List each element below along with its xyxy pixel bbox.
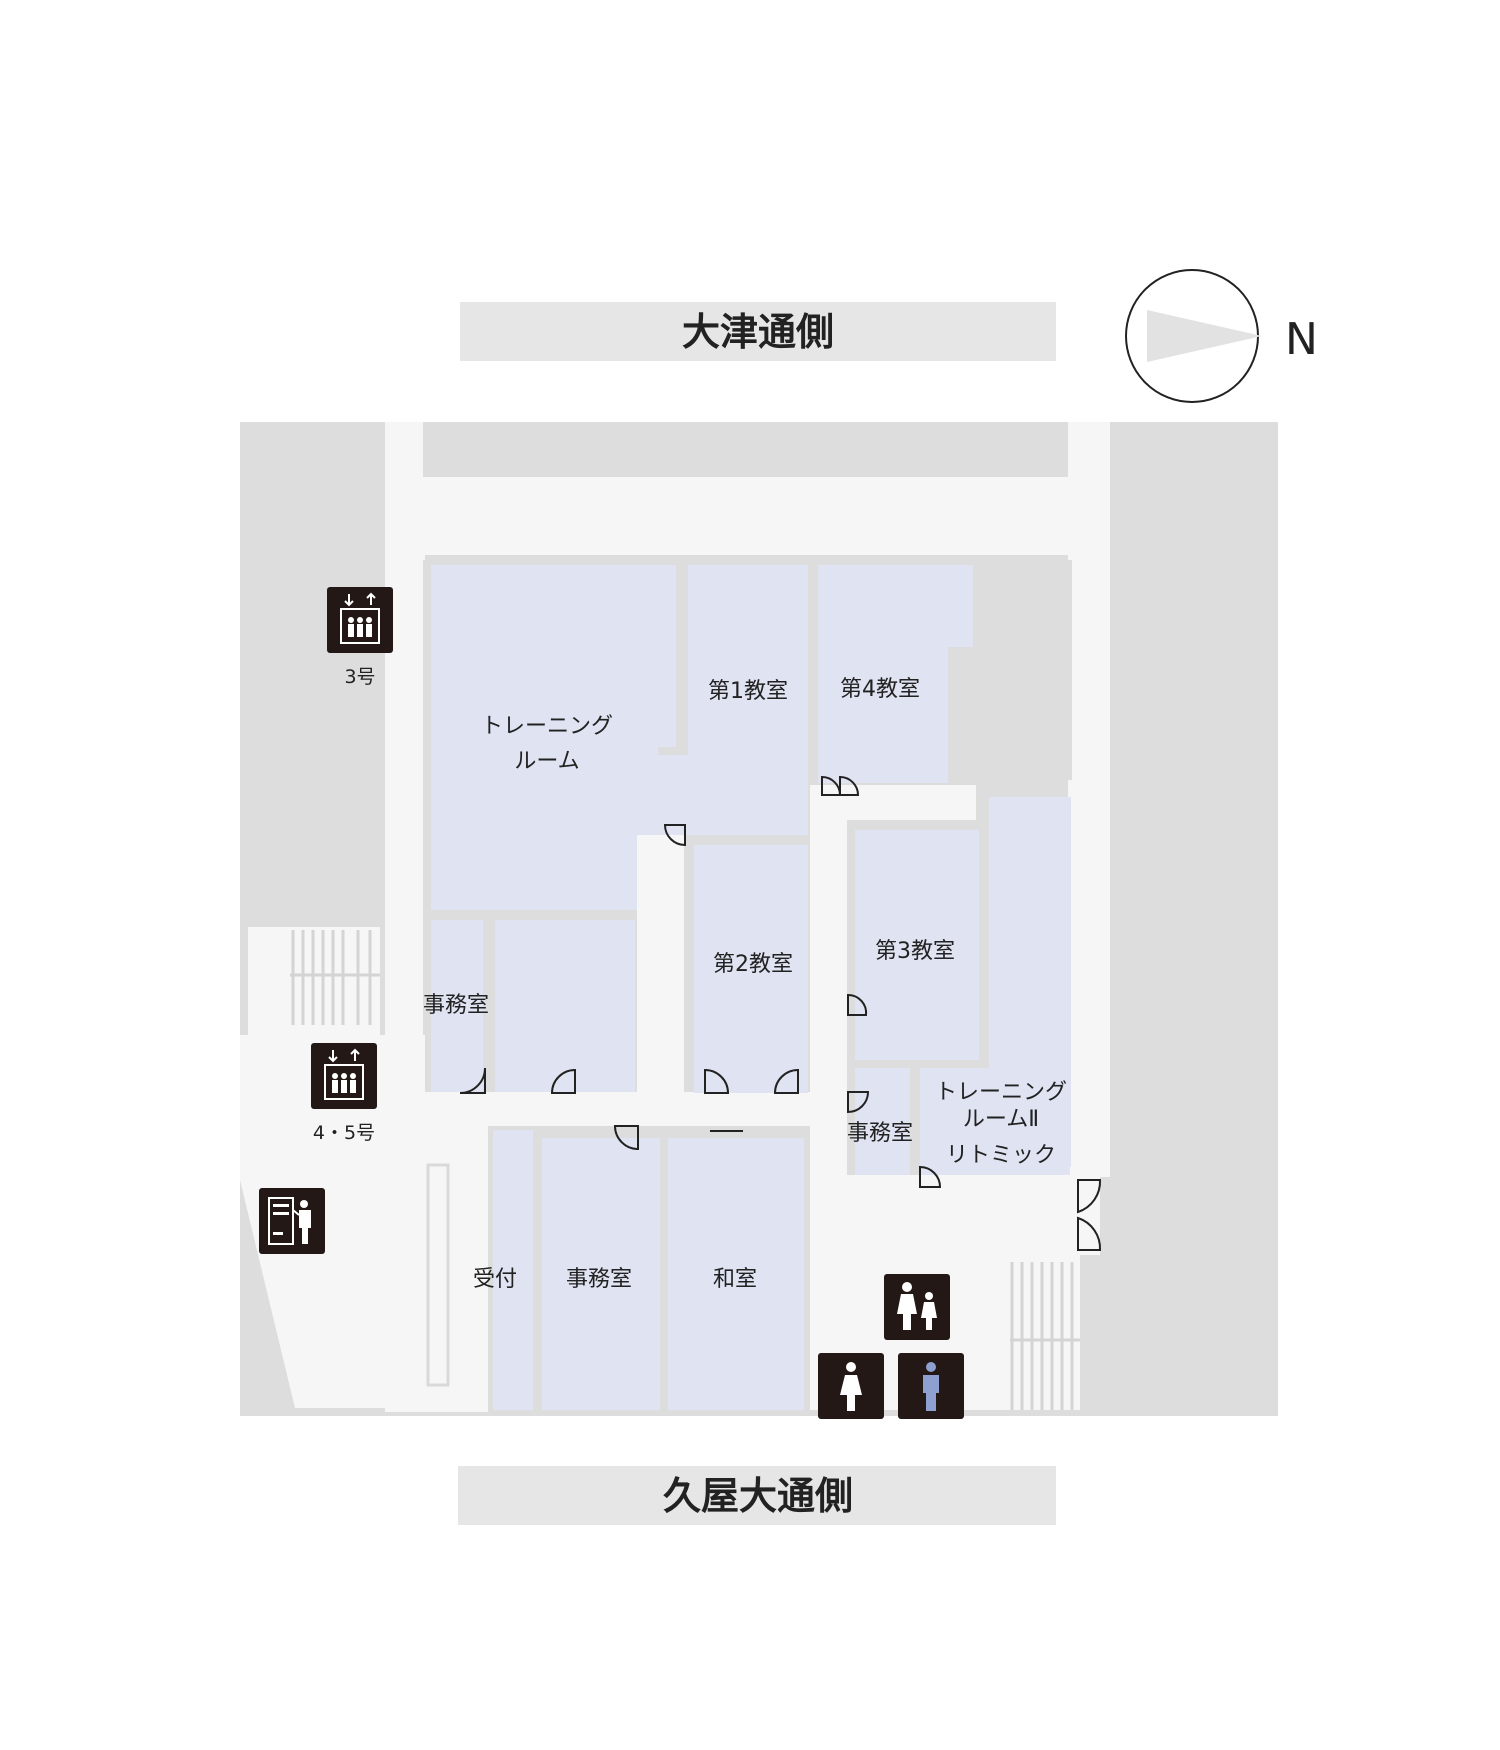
ticket-machine-icon [259,1188,325,1254]
label-elevator-3: 3号 [344,666,375,688]
doors [459,775,1102,1251]
label-training-room2-line2: ルームⅡ [963,1107,1039,1132]
room-class4 [818,565,973,783]
label-office-bottom: 事務室 [566,1267,632,1292]
room-training [431,565,676,910]
label-reception: 受付 [473,1267,517,1292]
label-training-room-line2: ルーム [514,749,579,774]
label-elevator-45: 4・5号 [313,1122,375,1144]
room-office-right [855,1068,910,1175]
room-office-left [431,920,483,1092]
elevator-icon [311,1043,377,1109]
room-training2 [920,1068,1070,1175]
elevator-icon [327,587,393,653]
label-office-right: 事務室 [847,1121,913,1146]
room-class3 [855,830,979,1060]
label-office-left: 事務室 [423,993,489,1018]
label-class3: 第3教室 [875,939,955,964]
room-labels: トレーニング ルーム 第1教室 第4教室 第2教室 第3教室 事務室 事務室 ト… [423,677,1067,1292]
label-class2: 第2教室 [713,952,793,977]
room-class1 [658,565,808,835]
stairs-right [1010,1262,1080,1410]
rooms [431,565,1071,1410]
label-class4: 第4教室 [840,677,920,702]
room-office-left-b [495,920,635,1092]
label-japanese-room: 和室 [713,1267,757,1292]
label-training-room2-line1: トレーニング [935,1080,1067,1105]
compass-north-label: N [1285,314,1318,365]
stairs-left [290,930,380,1025]
service-areas [240,422,1278,1416]
label-training-room-line1: トレーニング [481,714,613,739]
street-label-top: 大津通側 [682,310,834,354]
room-reception [493,1130,533,1410]
multipurpose-toilet-icon [884,1274,950,1340]
room-class2 [694,845,808,1093]
label-training-room2-line3: リトミック [946,1143,1056,1168]
street-banner-top: 大津通側 [460,302,1056,361]
room-office-bottom [542,1138,660,1410]
room-japanese [668,1138,804,1410]
mens-toilet-icon [898,1353,964,1419]
north-arrow-icon [1147,310,1262,362]
label-class1: 第1教室 [708,679,788,704]
womens-toilet-icon [818,1353,884,1419]
handrail [426,1163,450,1387]
compass: N [1125,269,1318,403]
street-banner-bottom: 久屋大通側 [458,1466,1056,1525]
street-label-bottom: 久屋大通側 [663,1474,853,1518]
